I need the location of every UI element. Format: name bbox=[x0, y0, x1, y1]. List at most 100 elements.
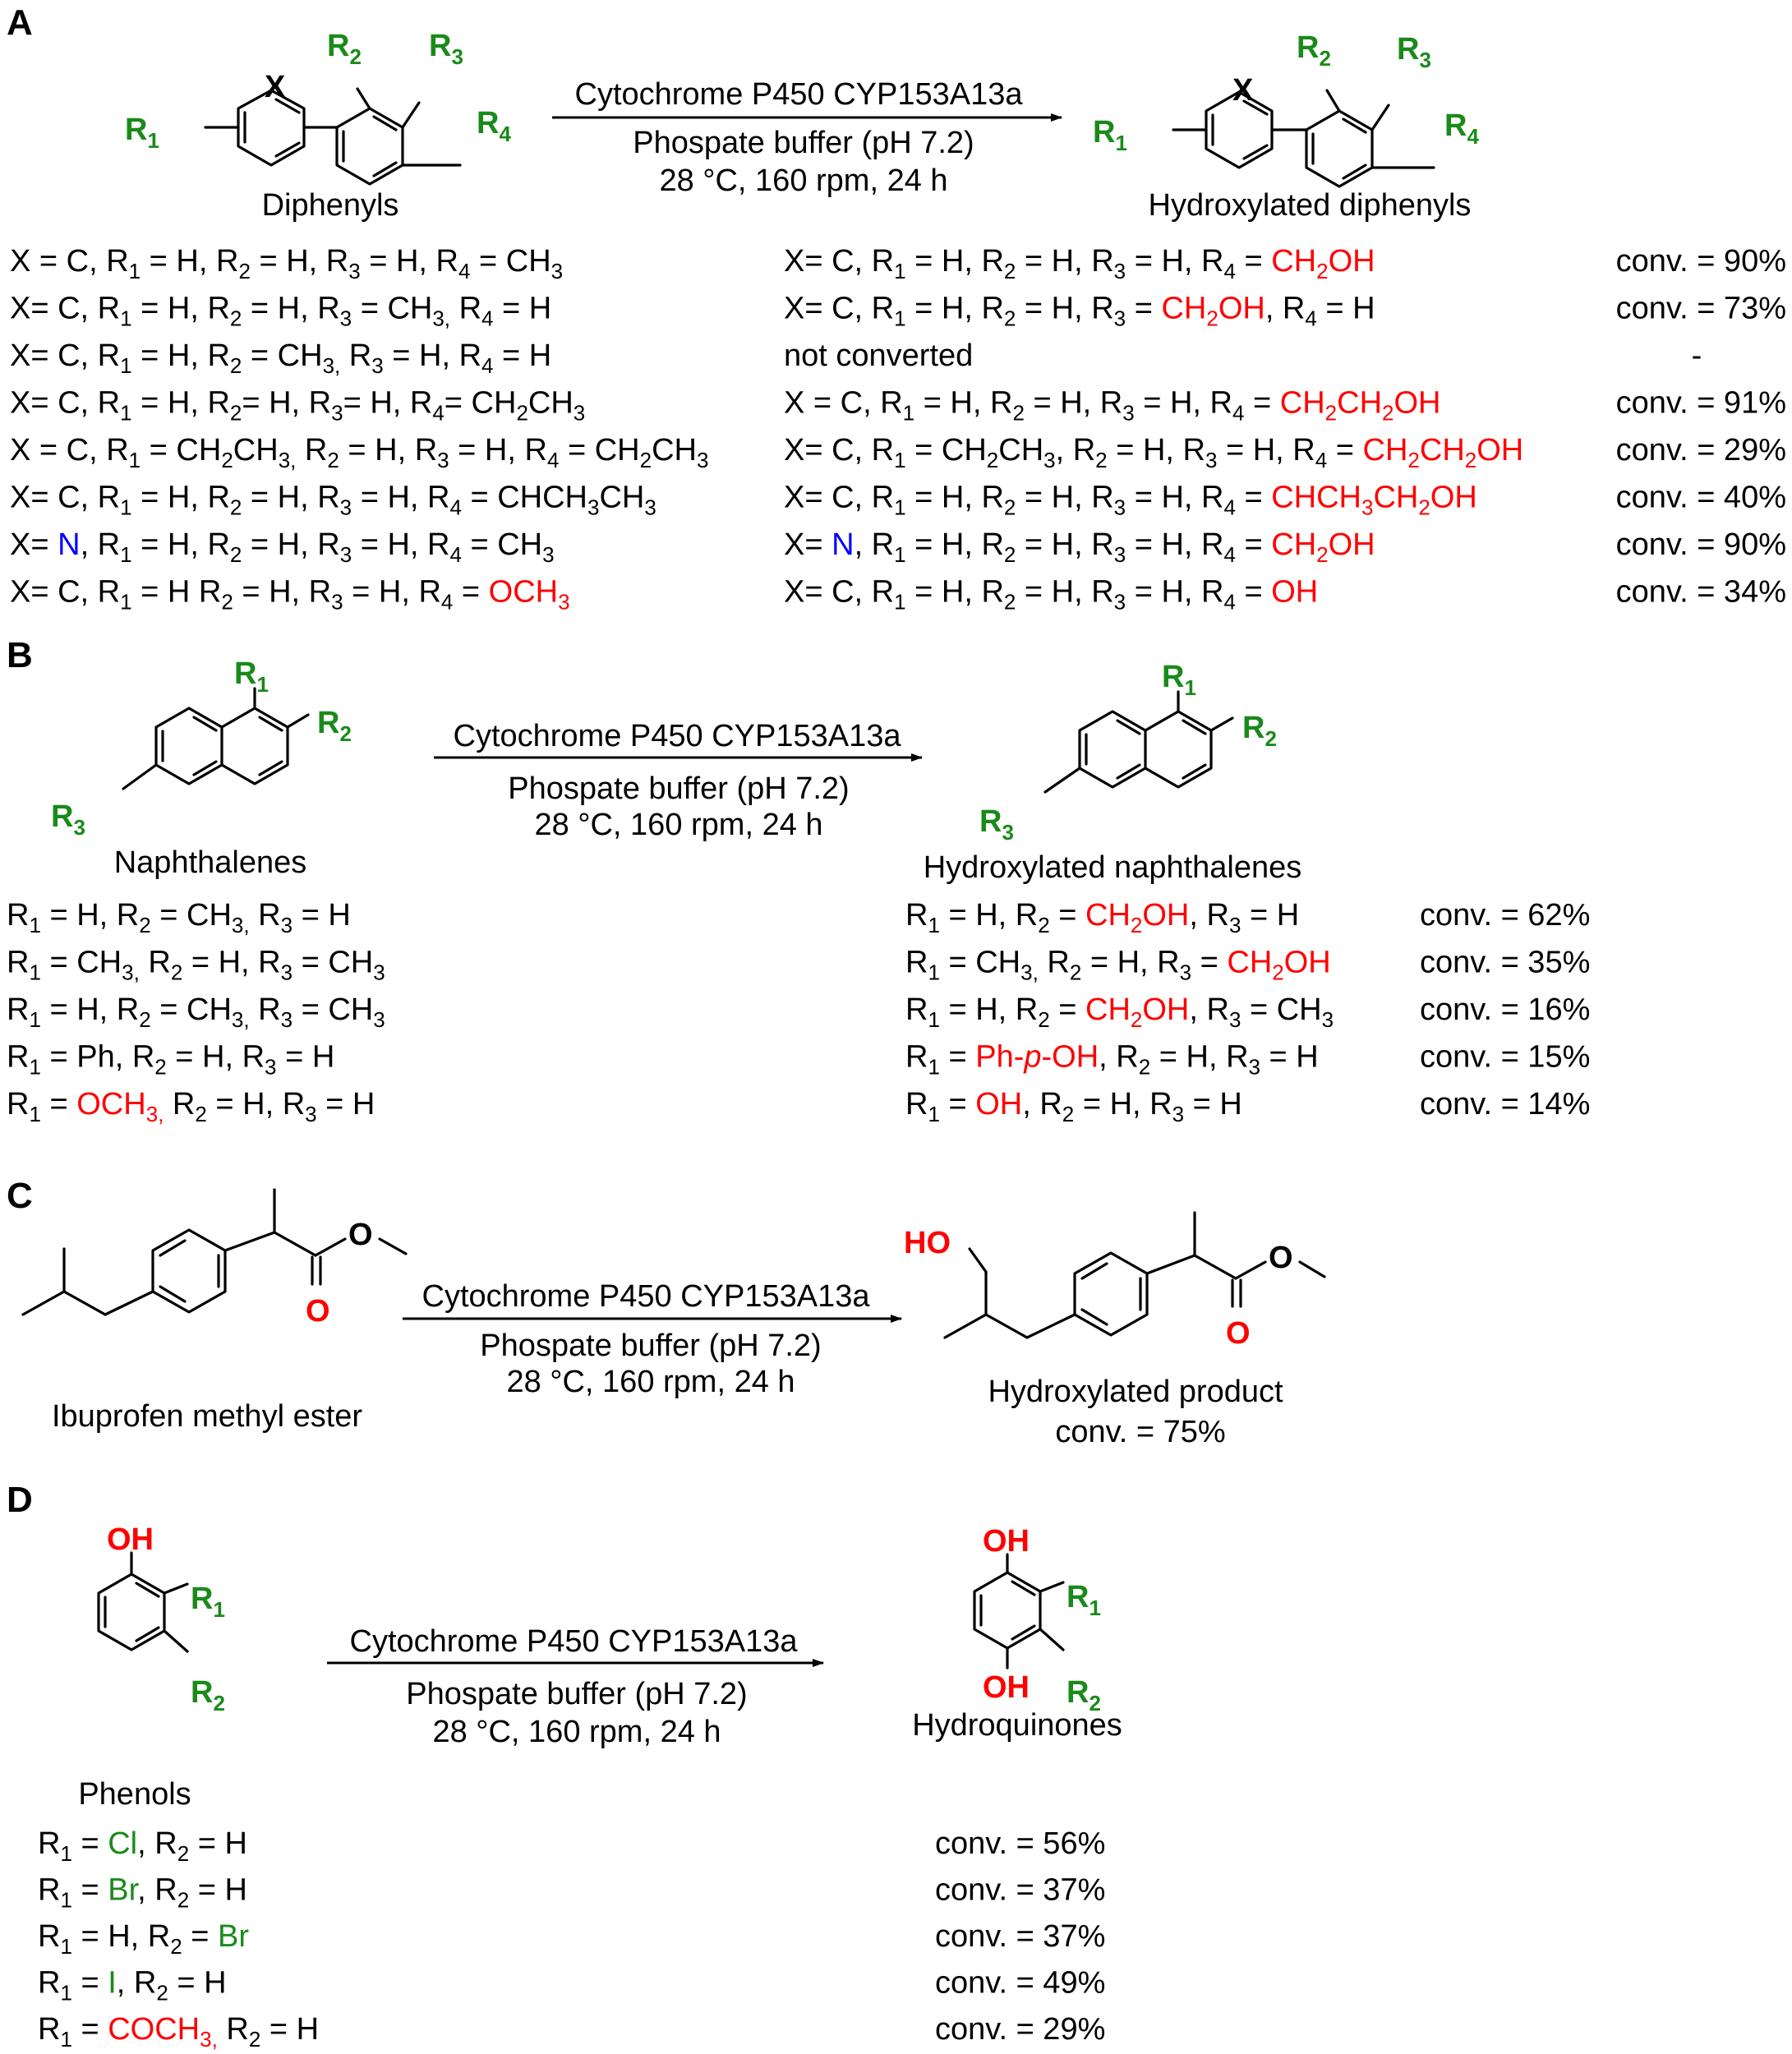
enzyme-label-b: Cytochrome P450 CYP153A13a bbox=[454, 719, 902, 753]
row-a-5-substrate: X = C, R1 = CH2CH3, R2 = H, R3 = H, R4 =… bbox=[10, 433, 708, 472]
row-b-1-product: R1 = H, R2 = CH2OH, R3 = H bbox=[905, 898, 1299, 937]
row-b-1-substrate: R1 = H, R2 = CH3, R3 = H bbox=[7, 898, 351, 937]
row-d-1-substrate: R1 = Cl, R2 = H bbox=[38, 1826, 247, 1866]
row-a-7-conversion: conv. = 90% bbox=[1616, 527, 1786, 562]
product-label-d: Hydroquinones bbox=[912, 1708, 1122, 1743]
r2-label-b-product: R2 bbox=[1242, 711, 1277, 751]
conditions-label-b: 28 °C, 160 rpm, 24 h bbox=[534, 808, 822, 842]
row-a-1-product: X= C, R1 = H, R2 = H, R3 = H, R4 = CH2OH bbox=[784, 244, 1375, 283]
enzyme-label-d: Cytochrome P450 CYP153A13a bbox=[350, 1624, 799, 1659]
r1-label-substrate: R1 bbox=[125, 113, 159, 153]
diphenyl-substrate-structure bbox=[204, 87, 462, 186]
atom-x-product: X bbox=[1232, 73, 1254, 108]
substitution-table-b: R1 = H, R2 = CH3, R3 = H R1 = H, R2 = CH2… bbox=[7, 898, 1590, 1126]
row-a-4-conversion: conv. = 91% bbox=[1616, 386, 1786, 421]
row-a-2-product: X= C, R1 = H, R2 = H, R3 = CH2OH, R4 = H bbox=[784, 292, 1375, 331]
product-label-a: Hydroxylated diphenyls bbox=[1149, 188, 1472, 223]
panel-label-c: C bbox=[7, 1176, 33, 1216]
conditions-label-c: 28 °C, 160 rpm, 24 h bbox=[506, 1365, 795, 1399]
r4-label-product: R4 bbox=[1444, 108, 1479, 149]
r1-label-d-substrate: R1 bbox=[191, 1582, 225, 1622]
row-a-1-conversion: conv. = 90% bbox=[1616, 244, 1786, 279]
atom-o-carbonyl-product: O bbox=[1226, 1316, 1251, 1351]
r1-label-product: R1 bbox=[1093, 115, 1127, 155]
r2-label-d-substrate: R2 bbox=[191, 1675, 225, 1716]
r3-label-product: R3 bbox=[1397, 32, 1431, 72]
buffer-label-b: Phospate buffer (pH 7.2) bbox=[508, 771, 849, 806]
atom-x-substrate: X bbox=[265, 70, 286, 104]
row-a-7-substrate: X= N, R1 = H, R2 = H, R3 = H, R4 = CH3 bbox=[10, 527, 555, 567]
row-b-2-conversion: conv. = 35% bbox=[1420, 946, 1590, 980]
substrate-label-a: Diphenyls bbox=[262, 188, 399, 223]
row-a-3-conversion: - bbox=[1692, 338, 1702, 373]
panel-label-a: A bbox=[7, 2, 33, 43]
atom-o-carbonyl-substrate: O bbox=[306, 1294, 330, 1329]
ibuprofen-ester-structure bbox=[21, 1188, 408, 1316]
row-b-3-conversion: conv. = 16% bbox=[1420, 992, 1590, 1027]
row-b-3-substrate: R1 = H, R2 = CH3, R3 = CH3 bbox=[7, 992, 385, 1032]
enzyme-label-a: Cytochrome P450 CYP153A13a bbox=[575, 77, 1024, 112]
enzyme-label-c: Cytochrome P450 CYP153A13a bbox=[422, 1279, 871, 1314]
substrate-label-c: Ibuprofen methyl ester bbox=[52, 1399, 362, 1434]
r2-label-product: R2 bbox=[1297, 30, 1331, 71]
row-a-7-product: X= N, R1 = H, R2 = H, R3 = H, R4 = CH2OH bbox=[784, 527, 1375, 567]
row-a-8-substrate: X= C, R1 = H R2 = H, R3 = H, R4 = OCH3 bbox=[10, 575, 570, 615]
naphthalene-substrate-structure bbox=[122, 687, 310, 790]
row-d-2-conversion: conv. = 37% bbox=[935, 1873, 1105, 1908]
row-a-5-product: X= C, R1 = CH2CH3, R2 = H, R3 = H, R4 = … bbox=[784, 433, 1523, 472]
conv-label-c: conv. = 75% bbox=[1055, 1415, 1225, 1449]
row-b-5-conversion: conv. = 14% bbox=[1420, 1087, 1590, 1121]
row-a-6-substrate: X= C, R1 = H, R2 = H, R3 = H, R4 = CHCH3… bbox=[10, 481, 656, 520]
atom-oh-phenol: OH bbox=[107, 1522, 154, 1557]
row-d-3-substrate: R1 = H, R2 = Br bbox=[38, 1919, 249, 1959]
row-b-2-substrate: R1 = CH3, R2 = H, R3 = CH3 bbox=[7, 946, 385, 985]
row-b-3-product: R1 = H, R2 = CH2OH, R3 = CH3 bbox=[905, 992, 1334, 1032]
row-a-2-substrate: X= C, R1 = H, R2 = H, R3 = CH3, R4 = H bbox=[10, 292, 551, 331]
panel-label-d: D bbox=[7, 1480, 33, 1520]
naphthalene-product-structure bbox=[1043, 690, 1234, 794]
row-b-5-substrate: R1 = OCH3, R2 = H, R3 = H bbox=[7, 1087, 375, 1126]
atom-o-ester-substrate: O bbox=[348, 1218, 373, 1252]
row-b-5-product: R1 = OH, R2 = H, R3 = H bbox=[905, 1087, 1242, 1126]
row-d-1-conversion: conv. = 56% bbox=[935, 1826, 1105, 1861]
row-b-4-conversion: conv. = 15% bbox=[1420, 1040, 1590, 1075]
row-b-2-product: R1 = CH3, R2 = H, R3 = CH2OH bbox=[905, 946, 1331, 985]
hydroquinone-product-structure bbox=[973, 1553, 1065, 1669]
r3-label-b-product: R3 bbox=[979, 804, 1014, 845]
row-a-2-conversion: conv. = 73% bbox=[1616, 292, 1786, 326]
product-label-b: Hydroxylated naphthalenes bbox=[924, 850, 1302, 885]
row-a-6-conversion: conv. = 40% bbox=[1616, 481, 1786, 515]
r2-label-d-product: R2 bbox=[1066, 1675, 1101, 1716]
row-a-8-conversion: conv. = 34% bbox=[1616, 575, 1786, 610]
row-a-1-substrate: X = C, R1 = H, R2 = H, R3 = H, R4 = CH3 bbox=[10, 244, 563, 283]
panel-a: A X R1 R2 R3 R4 Diphenyls bbox=[7, 2, 1786, 615]
row-d-5-conversion: conv. = 29% bbox=[935, 2012, 1105, 2047]
row-a-5-conversion: conv. = 29% bbox=[1616, 433, 1786, 467]
row-d-5-substrate: R1 = COCH3, R2 = H bbox=[38, 2012, 319, 2052]
conditions-label-a: 28 °C, 160 rpm, 24 h bbox=[659, 163, 947, 198]
r2-label-substrate: R2 bbox=[327, 29, 362, 69]
buffer-label-a: Phospate buffer (pH 7.2) bbox=[633, 126, 974, 160]
row-a-4-product: X = C, R1 = H, R2 = H, R3 = H, R4 = CH2C… bbox=[784, 386, 1441, 426]
row-d-3-conversion: conv. = 37% bbox=[935, 1919, 1105, 1954]
row-a-4-substrate: X= C, R1 = H, R2= H, R3= H, R4= CH2CH3 bbox=[10, 386, 585, 426]
row-b-4-product: R1 = Ph-p-OH, R2 = H, R3 = H bbox=[905, 1040, 1319, 1080]
panel-b: B R1 R2 R3 Naphthalenes Cytochrome P450 … bbox=[7, 635, 1590, 1126]
phenol-substrate-structure bbox=[97, 1551, 189, 1653]
panel-c: C O O Ibuprofen methyl ester bbox=[7, 1176, 1326, 1449]
atom-ho-product: HO bbox=[904, 1226, 951, 1260]
row-b-1-conversion: conv. = 62% bbox=[1420, 898, 1590, 933]
r1-label-b-product: R1 bbox=[1162, 660, 1196, 700]
buffer-label-c: Phospate buffer (pH 7.2) bbox=[480, 1329, 821, 1363]
r1-label-b-substrate: R1 bbox=[234, 656, 269, 697]
substrate-label-d: Phenols bbox=[78, 1777, 191, 1812]
panel-d: D OH R1 R2 Phenols Cytochrome P450 CYP15… bbox=[7, 1480, 1122, 2052]
row-d-4-conversion: conv. = 49% bbox=[935, 1966, 1105, 2001]
row-a-3-substrate: X= C, R1 = H, R2 = CH3, R3 = H, R4 = H bbox=[10, 338, 551, 378]
panel-label-b: B bbox=[7, 635, 33, 675]
r1-label-d-product: R1 bbox=[1066, 1580, 1101, 1620]
row-a-6-product: X= C, R1 = H, R2 = H, R3 = H, R4 = CHCH3… bbox=[784, 481, 1477, 520]
